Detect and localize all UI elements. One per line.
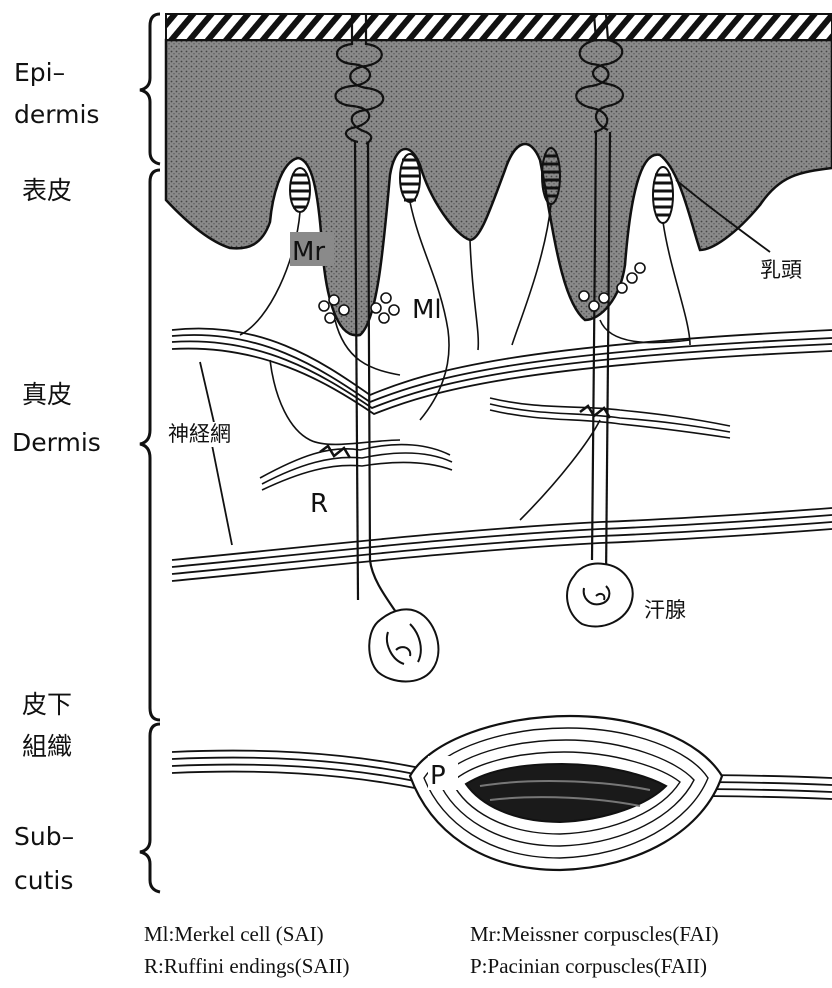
sweat-glands	[369, 564, 632, 682]
epidermis-bracket	[140, 14, 160, 164]
epidermis-jp-label: 表皮	[22, 176, 72, 206]
epidermis-en-line1: Epi–	[14, 58, 65, 88]
legend-meissner: Mr:Meissner corpuscles(FAI)	[470, 922, 719, 947]
subcutis-bracket	[140, 724, 160, 892]
stratum-corneum	[166, 14, 832, 40]
pacinian-corpuscle	[410, 716, 722, 870]
dermis-en-label: Dermis	[12, 428, 101, 458]
pacinian-label: P	[430, 761, 446, 791]
dermis-jp-label: 真皮	[22, 380, 72, 410]
section-brackets	[140, 14, 160, 892]
ruffini-label: R	[310, 489, 328, 519]
subcutis-en-line1: Sub–	[14, 822, 74, 852]
nerve-network-label: 神経網	[168, 422, 231, 447]
epidermis-en-line2: dermis	[14, 100, 99, 130]
subcutis-jp-line2: 組織	[22, 732, 72, 762]
epidermis-layer	[166, 40, 832, 335]
papilla-label: 乳頭	[760, 258, 802, 283]
subcutis-en-line2: cutis	[14, 866, 73, 896]
dermis-bracket	[140, 170, 160, 720]
merkel-label: Ml	[412, 295, 442, 325]
sweat-gland-label: 汗腺	[644, 598, 686, 623]
legend-merkel: Ml:Merkel cell (SAI)	[144, 922, 324, 947]
legend-pacinian: P:Pacinian corpuscles(FAII)	[470, 954, 707, 979]
meissner-label: Mr	[292, 237, 325, 267]
legend-ruffini: R:Ruffini endings(SAII)	[144, 954, 350, 979]
subcutis-jp-line1: 皮下	[22, 690, 72, 720]
